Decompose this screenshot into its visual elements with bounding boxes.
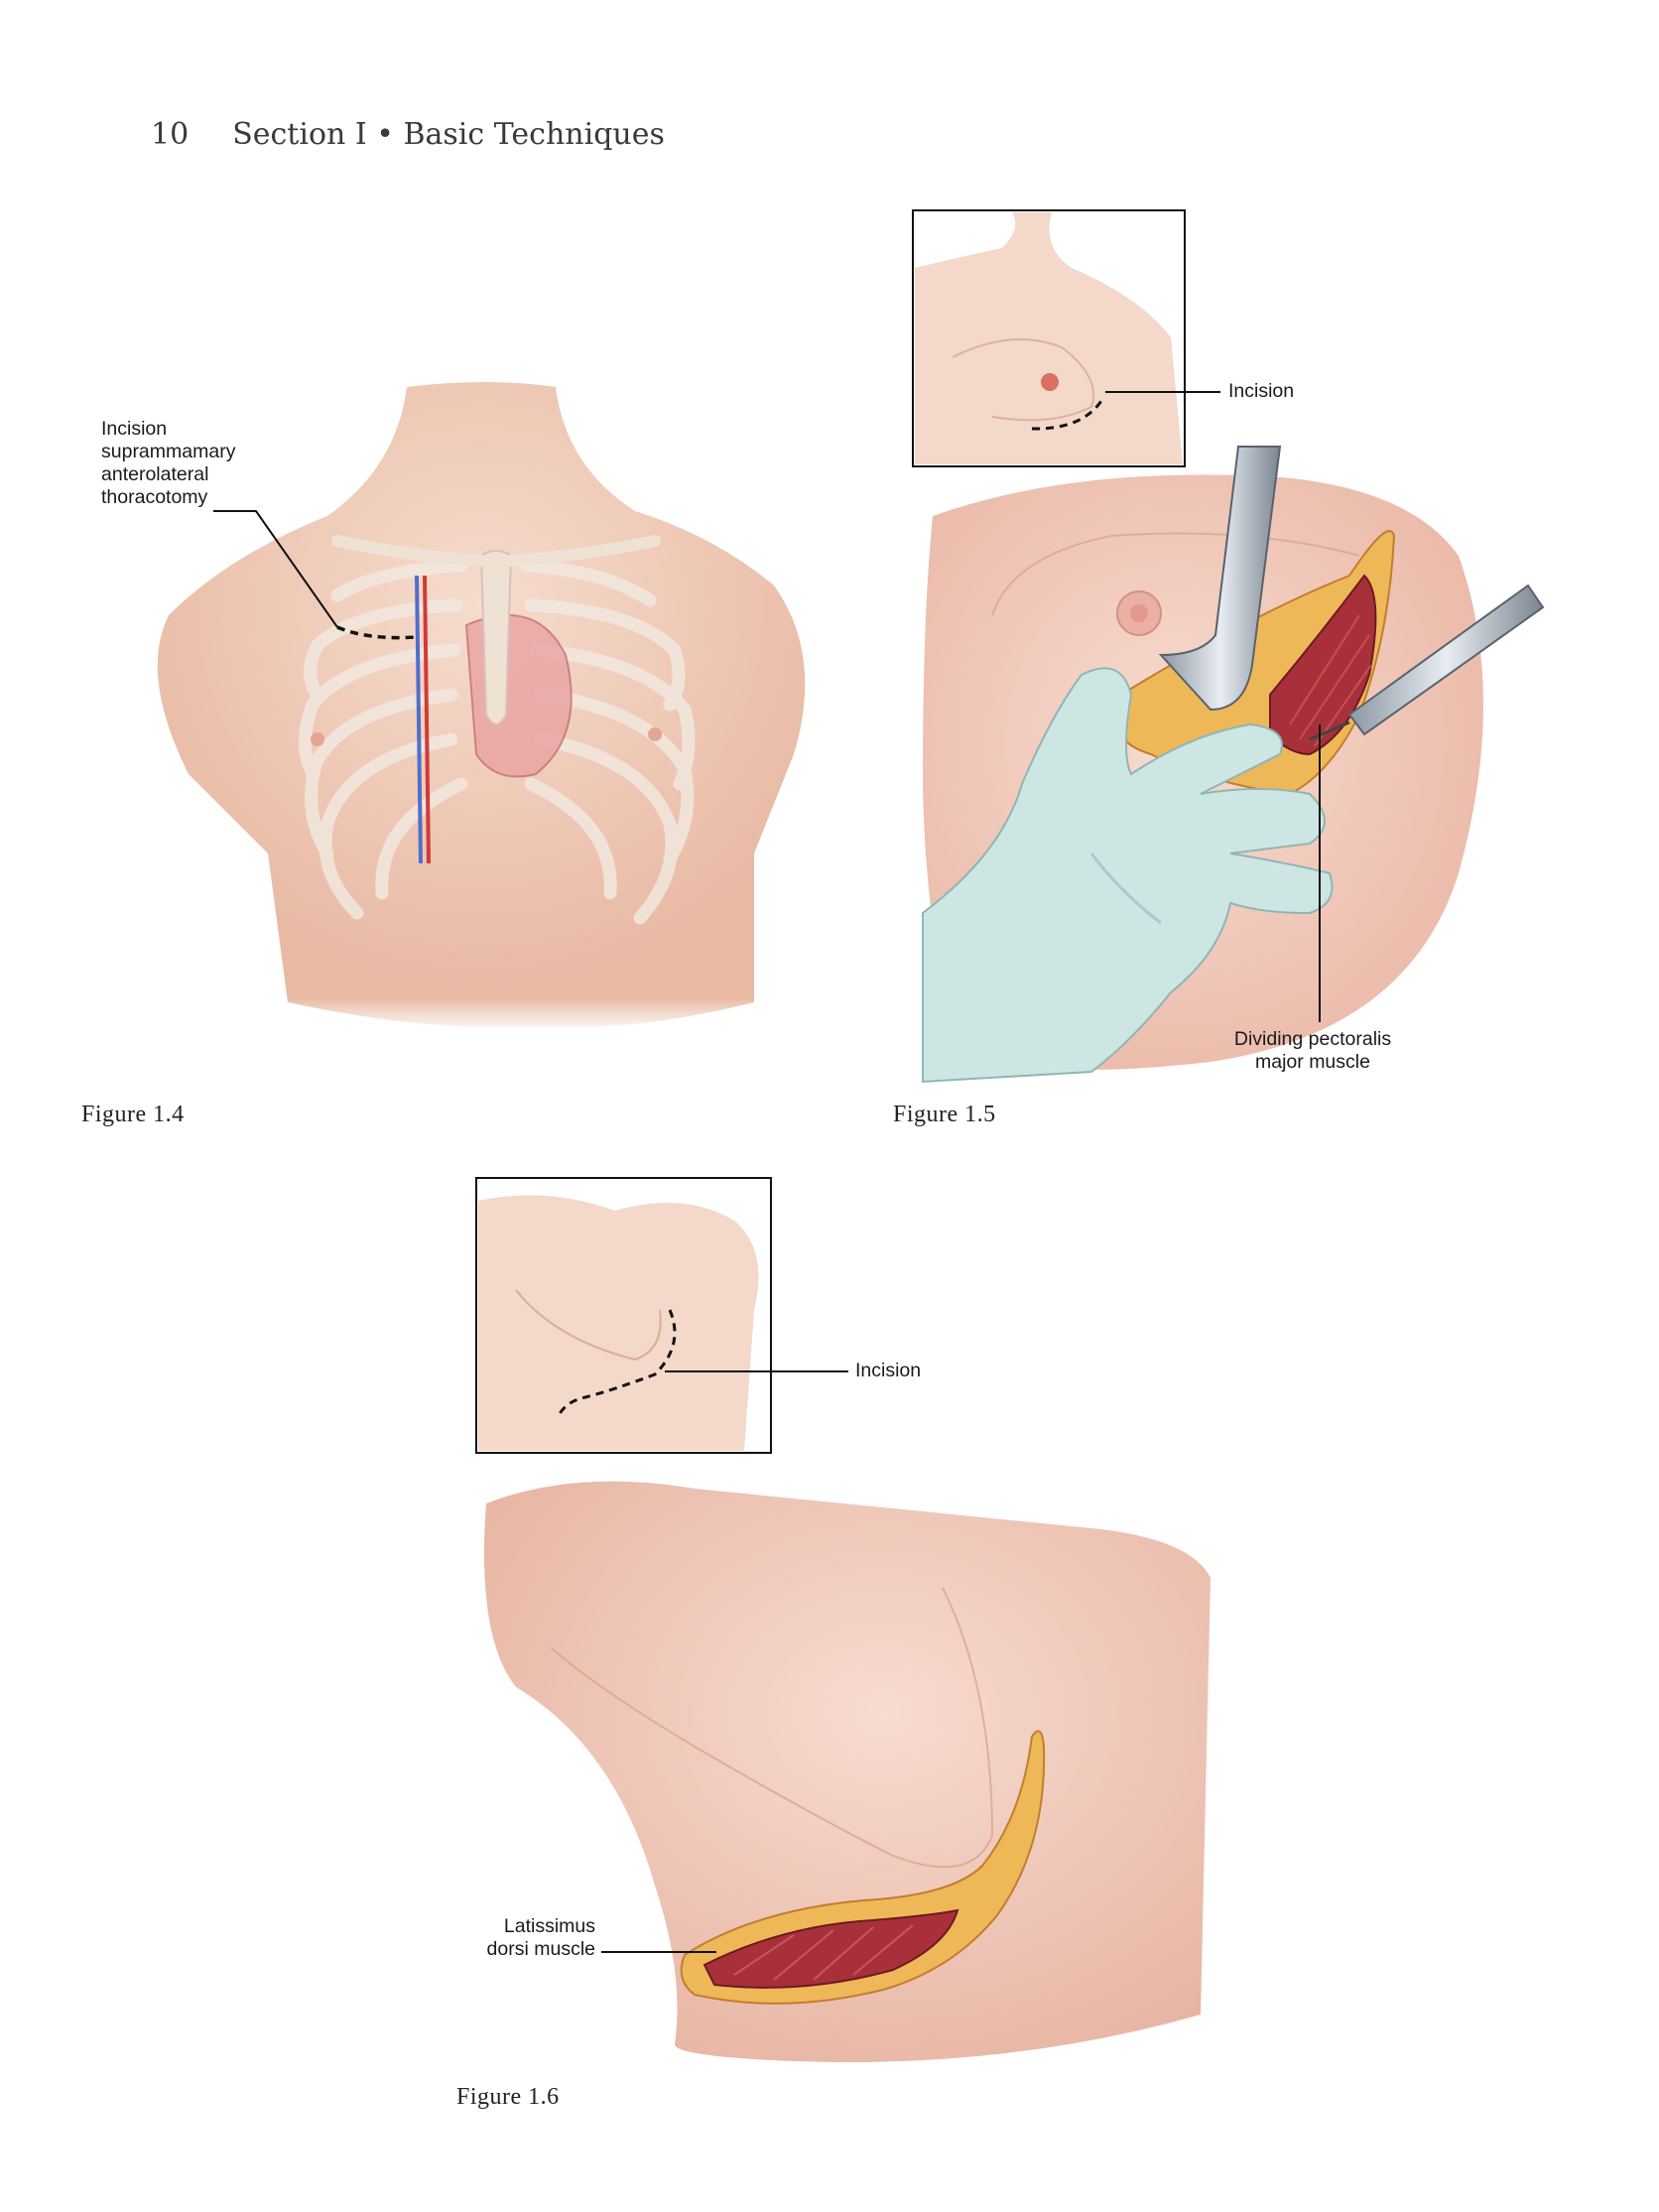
label-inset-incision-1-6: Incision bbox=[855, 1360, 922, 1381]
back-skin bbox=[484, 1481, 1211, 2062]
inset-incision-dashed bbox=[1031, 400, 1103, 431]
label-incision-suprammamary: Incision suprammamary anterolateral thor… bbox=[101, 418, 235, 509]
caption-figure-1-4: Figure 1.4 bbox=[81, 1102, 185, 1127]
label-latissimus-dorsi: Latissimus dorsi muscle bbox=[476, 1915, 595, 1961]
label-line: Latissimus bbox=[503, 1915, 595, 1937]
label-dividing-pectoralis: Dividing pectoralis major muscle bbox=[1223, 1028, 1402, 1074]
label-line: anterolateral bbox=[101, 463, 209, 485]
label-line: Incision bbox=[101, 418, 168, 440]
electrocautery bbox=[1347, 584, 1545, 736]
section-title: Section I • Basic Techniques bbox=[232, 117, 665, 152]
running-header: 10 Section I • Basic Techniques bbox=[151, 117, 665, 152]
sternum bbox=[479, 550, 513, 725]
gloved-hand bbox=[922, 667, 1334, 1084]
inset-incision-dashed bbox=[556, 1309, 677, 1418]
incision-dashed-line bbox=[336, 625, 418, 640]
rib-cage bbox=[299, 559, 696, 925]
latissimus-muscle bbox=[702, 1908, 959, 1989]
caption-figure-1-6: Figure 1.6 bbox=[456, 2084, 560, 2110]
label-line: major muscle bbox=[1255, 1051, 1370, 1073]
label-line: thoracotomy bbox=[101, 486, 208, 508]
pectoralis-muscle bbox=[1269, 574, 1377, 756]
clavicle bbox=[331, 535, 661, 567]
retractor bbox=[1158, 446, 1282, 712]
label-line: Dividing pectoralis bbox=[1233, 1028, 1392, 1050]
label-line: suprammamary bbox=[101, 441, 236, 462]
page-number: 10 bbox=[151, 117, 190, 152]
wound-fat bbox=[680, 1730, 1046, 2005]
label-line: dorsi muscle bbox=[486, 1938, 595, 1960]
caption-figure-1-5: Figure 1.5 bbox=[893, 1102, 996, 1127]
label-inset-incision-1-5: Incision bbox=[1228, 380, 1295, 402]
